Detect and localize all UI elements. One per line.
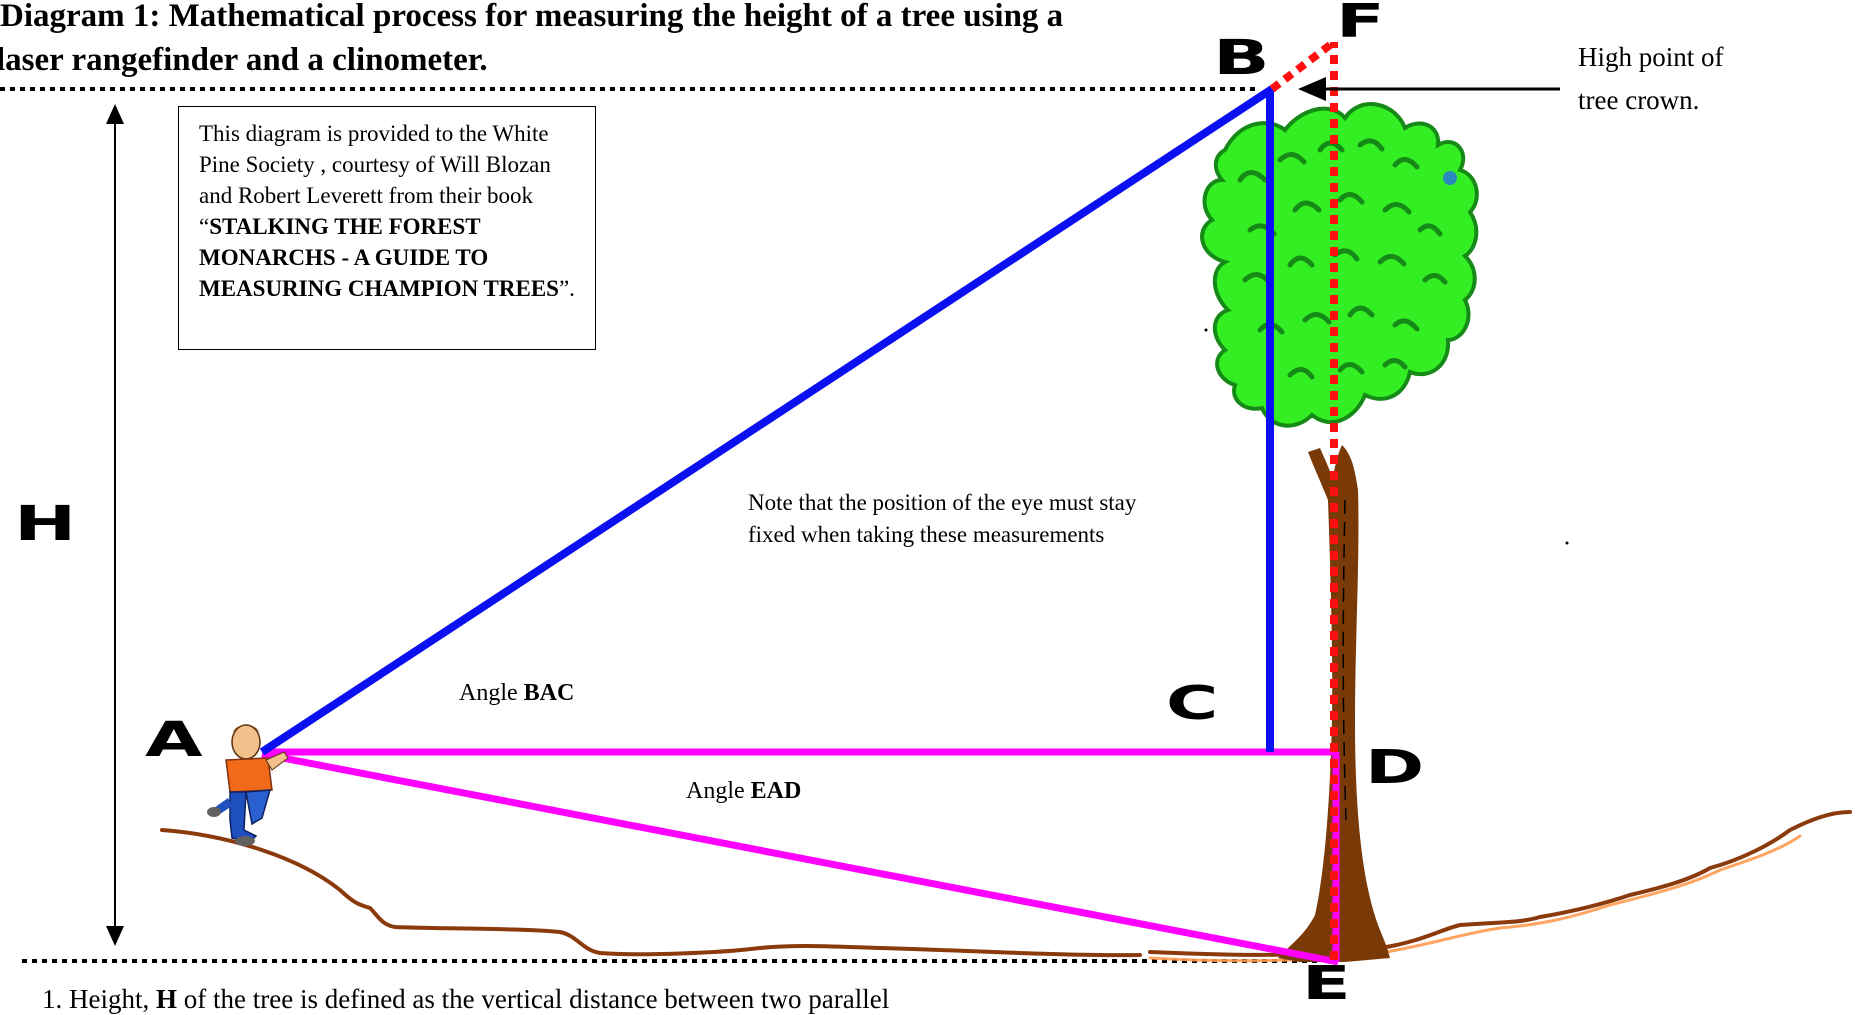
person-figure bbox=[207, 724, 289, 846]
line-AB bbox=[259, 85, 1275, 756]
credit-text: This diagram is provided to the White Pi… bbox=[199, 121, 551, 239]
point-label-f: F bbox=[1336, 0, 1385, 48]
high-point-label: High point of tree crown. bbox=[1578, 36, 1838, 122]
point-label-c: C bbox=[1166, 676, 1219, 730]
footer-text: 1. Height, H of the tree is defined as t… bbox=[42, 984, 889, 1015]
height-arrow bbox=[106, 104, 124, 946]
ground-left bbox=[160, 828, 1142, 958]
title-line-1: Diagram 1: Mathematical process for meas… bbox=[0, 0, 1064, 34]
tree-foliage bbox=[1200, 102, 1479, 428]
angle-ead-name: EAD bbox=[750, 778, 802, 804]
footer-prefix: 1. Height, bbox=[42, 984, 156, 1014]
angle-bac-name: BAC bbox=[523, 680, 575, 706]
point-label-e: E bbox=[1302, 956, 1351, 1010]
eye-position-note: Note that the position of the eye must s… bbox=[748, 490, 1137, 547]
line-BF-dotted bbox=[1269, 38, 1337, 93]
angle-ead-label: Angle EAD bbox=[686, 778, 801, 805]
book-title: STALKING THE FOREST MONARCHS - A GUIDE T… bbox=[199, 214, 559, 301]
credit-end: ”. bbox=[558, 276, 575, 301]
point-label-d: D bbox=[1365, 740, 1425, 794]
trunk-bark-line bbox=[1342, 499, 1347, 821]
footer-rest: of the tree is defined as the vertical d… bbox=[177, 984, 890, 1014]
angle-bac-label: Angle BAC bbox=[459, 680, 574, 707]
angle-ead-prefix: Angle bbox=[686, 778, 751, 804]
credit-box: This diagram is provided to the White Pi… bbox=[178, 106, 596, 350]
high-point-line-2: tree crown. bbox=[1578, 85, 1700, 115]
title-line-2: laser rangefinder and a clinometer. bbox=[0, 42, 488, 78]
diagram-title: Diagram 1: Mathematical process for meas… bbox=[0, 0, 1240, 82]
ground-right bbox=[1148, 810, 1852, 957]
height-label-h: H bbox=[14, 496, 77, 552]
high-point-arrow bbox=[1298, 77, 1560, 101]
point-label-b: B bbox=[1213, 30, 1270, 86]
high-point-line-1: High point of bbox=[1578, 42, 1724, 72]
point-label-a: A bbox=[145, 712, 203, 768]
line-AE bbox=[261, 750, 1339, 966]
footer-letter: H bbox=[156, 984, 178, 1014]
angle-bac-prefix: Angle bbox=[459, 680, 524, 706]
